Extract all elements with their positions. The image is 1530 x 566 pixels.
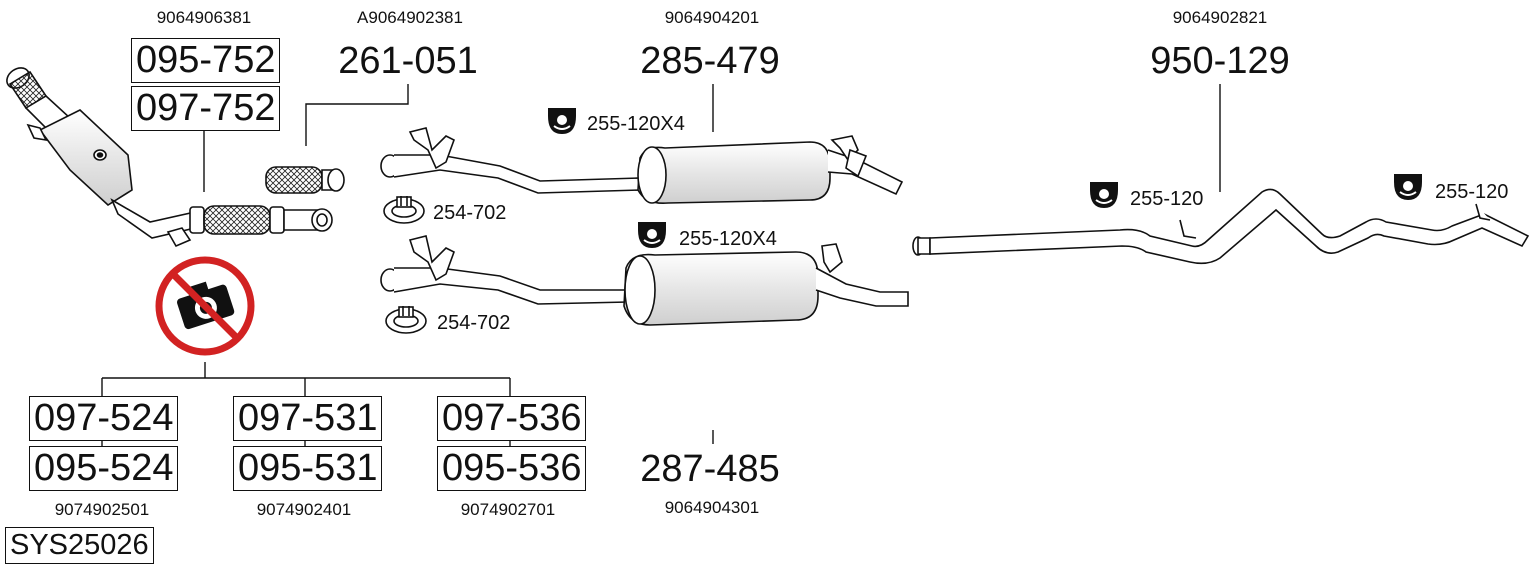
rear-pipe-code[interactable]: 950-129: [1150, 40, 1290, 82]
no-photo-icon: [155, 256, 255, 356]
dpf-3-code-2[interactable]: 095-536: [437, 446, 587, 491]
middle-muffler-mount-label: 255-120X4: [587, 113, 685, 135]
middle-muffler-alt-code[interactable]: 287-485: [640, 448, 780, 490]
flex-pipe-part[interactable]: [265, 166, 345, 194]
dpf-3-code-1[interactable]: 097-536: [437, 396, 587, 441]
dpf-1-code-2[interactable]: 095-524: [29, 446, 179, 491]
dpf-2-oem: 9074902401: [256, 500, 352, 519]
dpf-3-oem: 9074902701: [460, 500, 556, 519]
middle-muffler-alt-mount-label: 255-120X4: [679, 228, 777, 250]
clamp-icon: [383, 196, 425, 224]
rear-pipe-mount-left-label: 255-120: [1130, 188, 1204, 210]
dpf-1-oem: 9074902501: [54, 500, 150, 519]
middle-muffler-part[interactable]: [380, 127, 904, 205]
flex-pipe-oem: A9064902381: [357, 8, 463, 27]
flex-pipe-code[interactable]: 261-051: [338, 40, 478, 82]
dpf-1-code-1[interactable]: 097-524: [29, 396, 179, 441]
rear-pipe-part[interactable]: [912, 188, 1530, 265]
middle-muffler-oem: 9064904201: [664, 8, 760, 27]
catalyst-oem: 9064906381: [156, 8, 252, 27]
rubber-mount-icon: [1394, 174, 1422, 200]
middle-muffler-clamp-label: 254-702: [433, 202, 507, 224]
middle-muffler-alt-part[interactable]: [380, 235, 909, 326]
rear-pipe-mount-right-label: 255-120: [1435, 181, 1509, 203]
middle-muffler-code[interactable]: 285-479: [640, 40, 780, 82]
leader-lines: [101, 84, 1221, 446]
catalyst-code-1[interactable]: 095-752: [131, 38, 281, 83]
flex-pipe-attached[interactable]: [189, 205, 333, 235]
rubber-mount-icon: [638, 222, 666, 248]
middle-muffler-alt-oem: 9064904301: [664, 498, 760, 517]
catalyst-part[interactable]: [3, 64, 196, 248]
system-code: SYS25026: [5, 527, 154, 564]
catalyst-code-2[interactable]: 097-752: [131, 86, 281, 131]
dpf-2-code-2[interactable]: 095-531: [233, 446, 383, 491]
rubber-mount-icon: [548, 108, 576, 134]
middle-muffler-alt-clamp-label: 254-702: [437, 312, 511, 334]
rubber-mount-icon: [1090, 182, 1118, 208]
dpf-2-code-1[interactable]: 097-531: [233, 396, 383, 441]
clamp-icon: [385, 306, 427, 334]
rear-pipe-oem: 9064902821: [1172, 8, 1268, 27]
